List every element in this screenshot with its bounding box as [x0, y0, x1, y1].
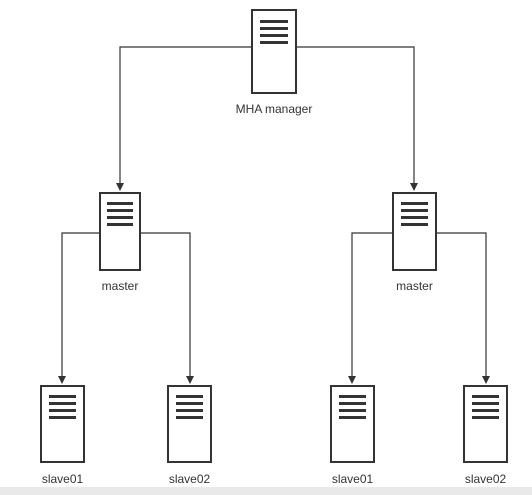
- edge-manager-to-master-right: [296, 46, 418, 191]
- edge-master-right-to-slave-right-2: [436, 232, 490, 384]
- server-icon: [99, 192, 141, 271]
- node-label: slave02: [169, 472, 211, 486]
- node-slave-left-2: slave02: [167, 385, 212, 486]
- node-slave-right-2: slave02: [463, 385, 508, 486]
- server-icon: [167, 385, 212, 463]
- node-label: slave01: [332, 472, 374, 486]
- node-label: master: [396, 279, 433, 293]
- edge-manager-to-master-left: [116, 46, 252, 191]
- server-icon: [392, 192, 437, 271]
- edge-master-left-to-slave-left-2: [140, 232, 194, 384]
- edge-master-left-to-slave-left-1: [58, 232, 100, 384]
- node-master-left: master: [99, 192, 141, 293]
- server-icon: [463, 385, 508, 463]
- server-icon: [330, 385, 375, 463]
- node-label: MHA manager: [236, 102, 313, 116]
- node-label: slave02: [465, 472, 507, 486]
- node-label: master: [102, 279, 139, 293]
- node-slave-left-1: slave01: [40, 385, 85, 486]
- node-slave-right-1: slave01: [330, 385, 375, 486]
- server-icon: [40, 385, 85, 463]
- bottom-strip: [0, 487, 532, 495]
- server-icon: [251, 9, 297, 94]
- node-master-right: master: [392, 192, 437, 293]
- node-manager: MHA manager: [236, 9, 313, 116]
- node-label: slave01: [42, 472, 84, 486]
- edge-master-right-to-slave-right-1: [348, 232, 393, 384]
- edges: [58, 46, 490, 384]
